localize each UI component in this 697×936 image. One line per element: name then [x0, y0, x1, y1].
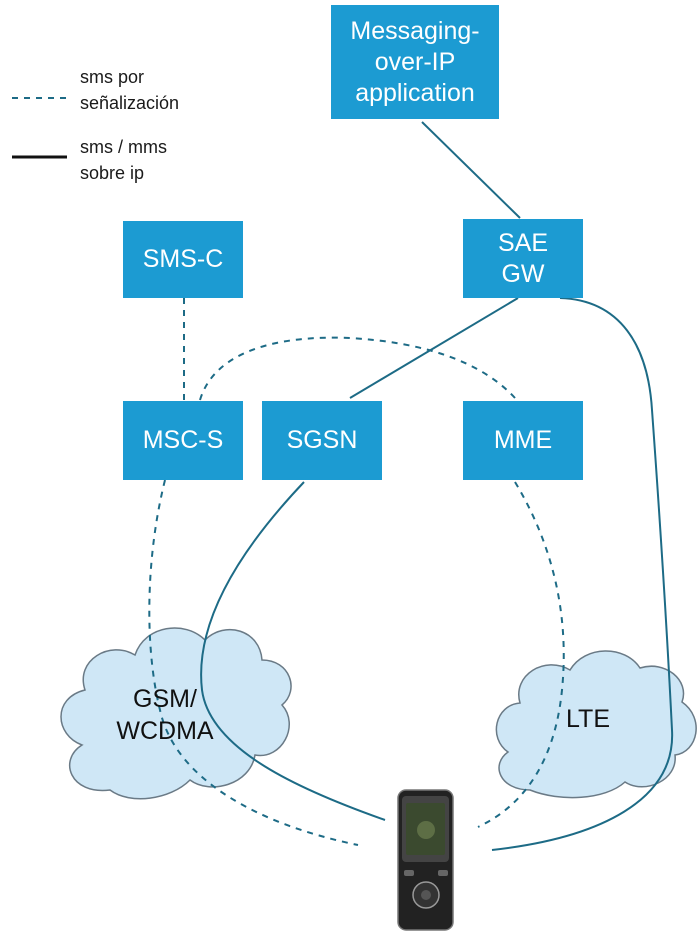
link-app-saegw [421, 121, 521, 219]
sms-c-node: SMS-C [123, 221, 243, 298]
link-mscs-phone [148, 479, 359, 846]
lte-cloud [495, 650, 697, 799]
sgsn-node: SGSN [262, 401, 382, 480]
messaging-over-ip-app-node: Messaging- over-IP application [331, 5, 499, 119]
link-saegw-sgsn [349, 297, 519, 399]
msc-s-node: MSC-S [123, 401, 243, 480]
link-sgsn-phone [200, 481, 386, 821]
link-saegw-phone [491, 297, 674, 851]
mme-node: MME [463, 401, 583, 480]
legend-dashed-label: sms por señalización [80, 67, 180, 113]
gsm-wcdma-cloud-shape [60, 627, 292, 800]
lte-cloud-shape [495, 650, 697, 799]
link-mscs-mme-arc [199, 336, 516, 401]
mobile-phone-icon [397, 789, 454, 931]
legend-solid-label: sms / mms sobre ip [80, 137, 167, 183]
lte-label: LTE [566, 705, 610, 733]
link-mme-phone [477, 481, 565, 828]
gsm-wcdma-label: GSM/ WCDMA [116, 685, 214, 745]
gsm-wcdma-cloud [60, 627, 292, 800]
sae-gw-node: SAE GW [463, 219, 583, 298]
